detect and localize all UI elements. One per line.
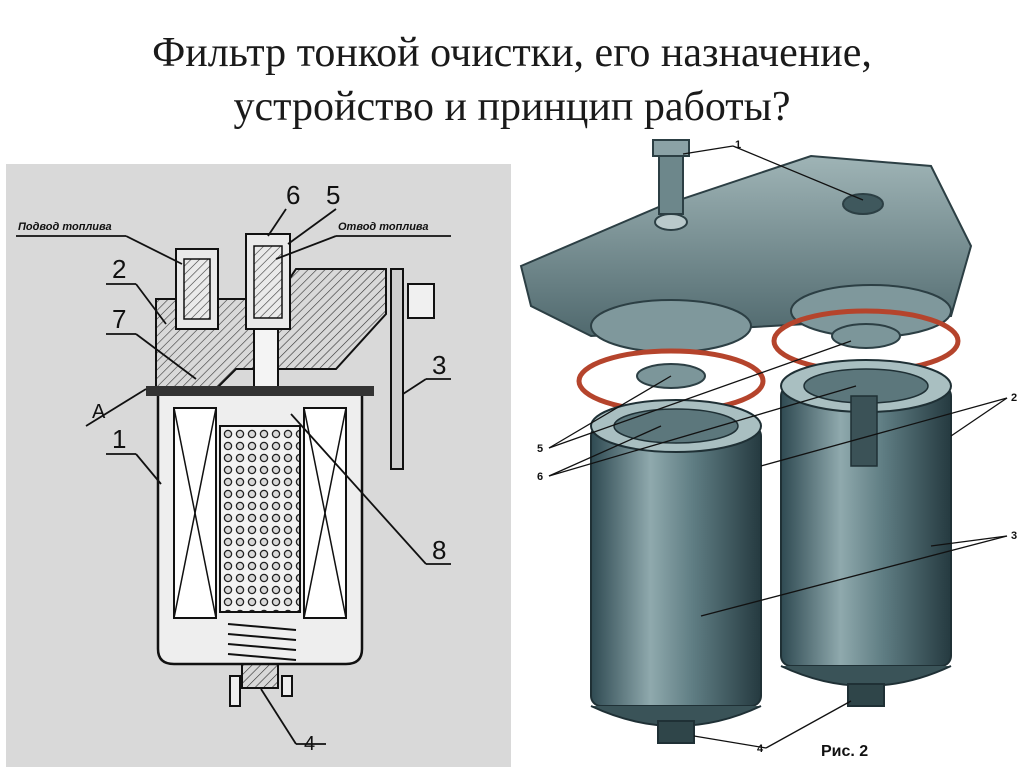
label-1: 1 <box>112 424 126 454</box>
filter-cross-section-drawing: Подвод топлива Отвод топлива 6 5 2 7 А 1… <box>6 164 511 767</box>
label-3: 3 <box>432 350 446 380</box>
leader-lines <box>16 208 451 745</box>
label-7: 7 <box>112 304 126 334</box>
right-leader-lines <box>548 145 1008 749</box>
twin-filter-illustration: 1 2 3 4 5 6 Рис. 2 <box>511 136 1024 767</box>
canister-right <box>780 359 952 707</box>
gasket-plate <box>146 386 374 396</box>
label-2: 2 <box>112 254 126 284</box>
r-label-5: 5 <box>537 443 543 455</box>
r-label-4: 4 <box>757 743 764 755</box>
r-label-6: 6 <box>537 471 543 483</box>
bracket-3 <box>390 268 404 470</box>
filter-housing <box>156 396 364 707</box>
r-label-3: 3 <box>1011 530 1017 542</box>
spring <box>227 623 297 661</box>
canister-left <box>590 399 762 744</box>
cross-section-svg: Подвод топлива Отвод топлива 6 5 2 7 А 1… <box>16 180 451 755</box>
r-label-1: 1 <box>735 139 741 151</box>
callout-supply: Подвод топлива <box>18 221 112 233</box>
label-8: 8 <box>432 535 446 565</box>
slide-title: Фильтр тонкой очистки, его назначение, у… <box>0 26 1024 134</box>
label-6: 6 <box>286 180 300 210</box>
callout-return: Отвод топлива <box>338 221 429 233</box>
title-line-2: устройство и принцип работы? <box>233 84 791 130</box>
drain-plug <box>241 663 279 689</box>
perforated-element <box>219 425 301 613</box>
label-5: 5 <box>326 180 340 210</box>
figure-caption: Рис. 2 <box>821 743 868 760</box>
r-label-2: 2 <box>1011 392 1017 404</box>
title-line-1: Фильтр тонкой очистки, его назначение, <box>152 30 872 76</box>
filter-head-casting <box>519 139 973 353</box>
twin-filter-svg: 1 2 3 4 5 6 Рис. 2 <box>519 139 1017 760</box>
label-4: 4 <box>304 733 315 755</box>
label-a: А <box>92 401 106 423</box>
bracket-bolt <box>407 283 435 319</box>
